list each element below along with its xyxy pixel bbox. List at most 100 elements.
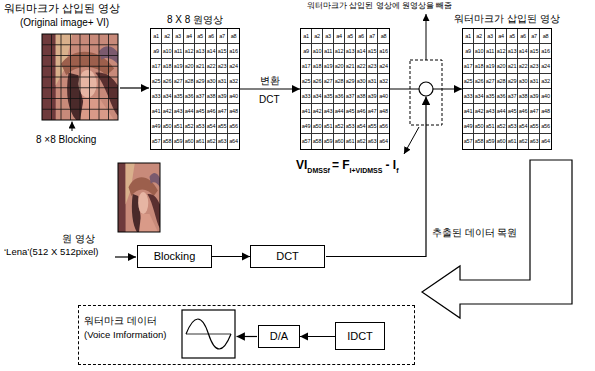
image-frame — [118, 163, 160, 232]
table-cell: a53 — [195, 119, 206, 134]
table-cell: a58 — [162, 134, 173, 149]
table-cell: a26 — [312, 74, 323, 89]
table-cell: a35 — [173, 89, 184, 104]
table-cell: a49 — [301, 119, 312, 134]
table-cell: a3 — [323, 29, 334, 44]
table-cell: a49 — [151, 119, 162, 134]
table-cell: a23 — [529, 59, 540, 74]
table-cell: a11 — [485, 44, 496, 59]
table-cell: a43 — [323, 104, 334, 119]
table-cell: a9 — [301, 44, 312, 59]
table-cell: a22 — [356, 59, 367, 74]
table-cell: a8 — [228, 29, 239, 44]
table-cell: a22 — [206, 59, 217, 74]
table-cell: a50 — [312, 119, 323, 134]
group-caption: (Voice Imformation) — [84, 330, 166, 341]
table-cell: a40 — [378, 89, 389, 104]
table-cell: a13 — [195, 44, 206, 59]
table-cell: a10 — [474, 44, 485, 59]
leader-arrow — [426, 14, 427, 60]
table-cell: a34 — [474, 89, 485, 104]
table-cell: a4 — [496, 29, 507, 44]
table-cell: a57 — [151, 134, 162, 149]
table-cell: a48 — [540, 104, 551, 119]
formula-part: - I — [385, 158, 396, 172]
table-cell: a55 — [217, 119, 228, 134]
table-cell: a3 — [173, 29, 184, 44]
table-cell: a51 — [485, 119, 496, 134]
table-cell: a46 — [206, 104, 217, 119]
table-cell: a6 — [518, 29, 529, 44]
grid-heading: 워터마크가 삽입된 영상 — [454, 14, 559, 25]
table-cell: a29 — [345, 74, 356, 89]
table-cell: a33 — [463, 89, 474, 104]
table-cell: a4 — [184, 29, 195, 44]
table-cell: a33 — [301, 89, 312, 104]
table-cell: a43 — [173, 104, 184, 119]
table-cell: a41 — [463, 104, 474, 119]
table-cell: a43 — [485, 104, 496, 119]
table-cell: a16 — [540, 44, 551, 59]
table-cell: a36 — [334, 89, 345, 104]
formula-part: = F — [332, 158, 350, 172]
caption: 추출된 데이터 목원 — [432, 228, 517, 239]
table-cell: a38 — [356, 89, 367, 104]
table-cell: a20 — [334, 59, 345, 74]
table-cell: a2 — [312, 29, 323, 44]
table-cell: a14 — [356, 44, 367, 59]
table-cell: a50 — [474, 119, 485, 134]
table-cell: a25 — [301, 74, 312, 89]
table-cell: a52 — [184, 119, 195, 134]
process-box: DCT — [250, 245, 325, 268]
table-cell: a27 — [485, 74, 496, 89]
table-cell: a56 — [378, 119, 389, 134]
table-cell: a60 — [496, 134, 507, 149]
box-label: IDCT — [347, 330, 373, 343]
table-cell: a45 — [507, 104, 518, 119]
table-cell: a62 — [518, 134, 529, 149]
table-cell: a7 — [529, 29, 540, 44]
table-cell: a30 — [356, 74, 367, 89]
table-cell: a12 — [496, 44, 507, 59]
caption: (Original image+ VI) — [20, 17, 109, 29]
table-cell: a8 — [540, 29, 551, 44]
table-cell: a37 — [345, 89, 356, 104]
leader-arrow — [404, 127, 419, 154]
table-cell: a63 — [529, 134, 540, 149]
waveform-box — [182, 310, 235, 358]
table-cell: a31 — [529, 74, 540, 89]
table-cell: a28 — [184, 74, 195, 89]
image-frame — [42, 34, 118, 120]
table-cell: a17 — [151, 59, 162, 74]
caption: ‘Lena’(512 X 512pixel) — [4, 247, 99, 258]
table-cell: a32 — [228, 74, 239, 89]
table-cell: a51 — [323, 119, 334, 134]
table-cell: a22 — [518, 59, 529, 74]
table-cell: a54 — [518, 119, 529, 134]
table-cell: a13 — [507, 44, 518, 59]
table-cell: a27 — [323, 74, 334, 89]
table-cell: a49 — [463, 119, 474, 134]
table-cell: a24 — [540, 59, 551, 74]
table-cell: a48 — [378, 104, 389, 119]
table-cell: a41 — [301, 104, 312, 119]
table-cell: a31 — [217, 74, 228, 89]
table-cell: a38 — [518, 89, 529, 104]
table-cell: a15 — [367, 44, 378, 59]
table-cell: a57 — [301, 134, 312, 149]
table-cell: a36 — [496, 89, 507, 104]
table-cell: a14 — [206, 44, 217, 59]
table-cell: a15 — [529, 44, 540, 59]
caption: DCT — [259, 94, 280, 106]
table-cell: a16 — [378, 44, 389, 59]
table-cell: a53 — [345, 119, 356, 134]
table-cell: a15 — [217, 44, 228, 59]
table-cell: a24 — [228, 59, 239, 74]
flow-arrow — [120, 87, 149, 88]
table-cell: a39 — [217, 89, 228, 104]
table-cell: a61 — [195, 134, 206, 149]
table-cell: a46 — [518, 104, 529, 119]
table-cell: a38 — [206, 89, 217, 104]
table-cell: a3 — [485, 29, 496, 44]
table-cell: a10 — [162, 44, 173, 59]
